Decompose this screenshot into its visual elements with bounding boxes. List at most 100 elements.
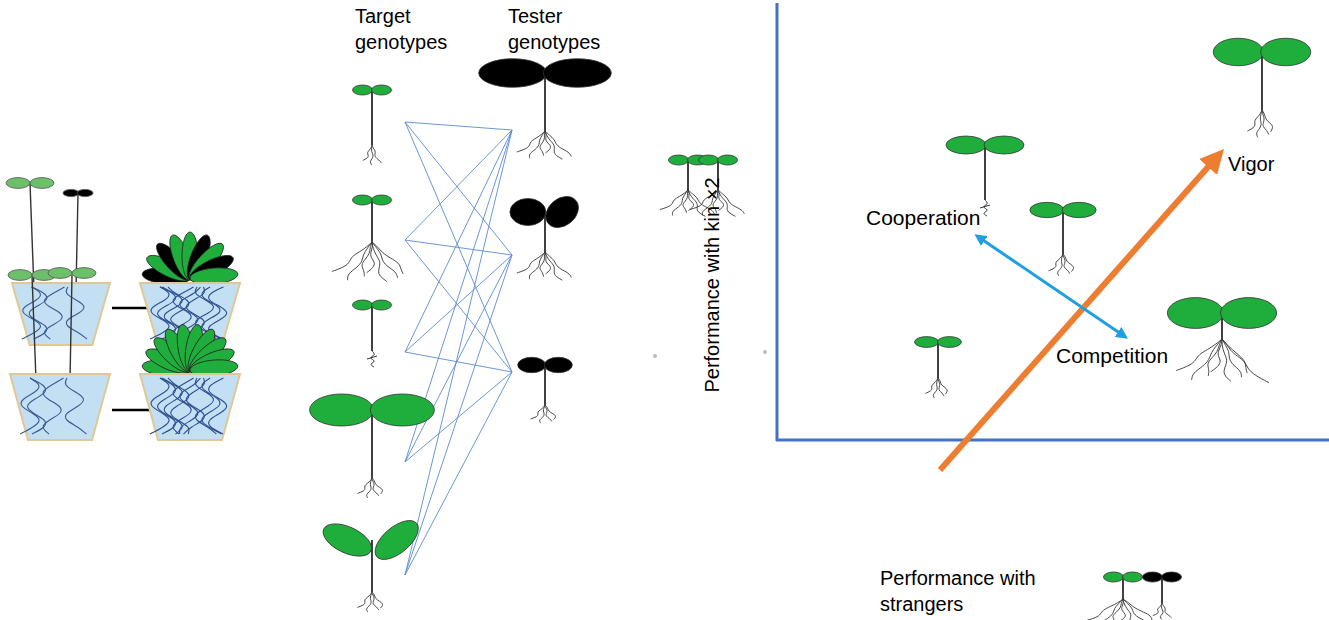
- seedling: [915, 337, 962, 398]
- cotyledon: [946, 136, 986, 154]
- double-arrow: [978, 237, 1124, 336]
- root: [545, 405, 555, 420]
- seedling-stem: [984, 145, 986, 200]
- seedling-stem: [1062, 210, 1064, 254]
- cotyledon: [1162, 572, 1182, 582]
- cotyledon: [1104, 572, 1124, 582]
- cotyledon: [718, 155, 738, 165]
- seedling: [318, 513, 425, 612]
- rosette: [141, 323, 238, 378]
- label: Vigor: [1228, 151, 1274, 177]
- root: [28, 378, 46, 434]
- root: [1063, 254, 1073, 272]
- cotyledon: [518, 357, 546, 372]
- root: [1222, 339, 1269, 383]
- root: [20, 378, 39, 434]
- stunted-root: [980, 205, 990, 208]
- root: [1222, 339, 1231, 381]
- cotyledon: [699, 155, 719, 165]
- seedling-stem: [371, 305, 373, 351]
- cross-line: [405, 122, 512, 255]
- text-node: Competition: [1052, 341, 1172, 371]
- root: [44, 287, 64, 339]
- cotyledon: [372, 300, 392, 310]
- root: [1262, 110, 1272, 132]
- cross-line: [405, 352, 512, 372]
- cotyledon: [72, 268, 96, 279]
- root: [545, 131, 562, 159]
- seedling: [1143, 572, 1182, 619]
- label: Tester genotypes: [508, 3, 616, 55]
- cross-line: [405, 130, 512, 352]
- seedling: [353, 300, 392, 367]
- cotyledon: [937, 337, 961, 348]
- root: [29, 287, 47, 339]
- text-node: Cooperation: [862, 203, 984, 233]
- root: [66, 287, 87, 339]
- root: [1083, 599, 1123, 620]
- seedling: [1167, 298, 1276, 383]
- root: [1099, 599, 1123, 620]
- seedling: [479, 59, 612, 159]
- root: [1192, 339, 1222, 380]
- seedling-stem: [371, 410, 373, 478]
- cross-line: [405, 122, 512, 130]
- cotyledon: [6, 178, 30, 189]
- root: [348, 242, 372, 280]
- seedling: [946, 136, 1024, 216]
- root: [372, 478, 382, 494]
- seedling-stem: [544, 365, 546, 405]
- y-axis: [776, 3, 779, 441]
- root: [1123, 599, 1149, 620]
- root: [332, 242, 372, 271]
- root: [1162, 603, 1171, 618]
- cotyledon: [915, 337, 939, 348]
- cotyledon: [479, 59, 547, 88]
- cotyledon: [353, 195, 373, 205]
- axis-label: Performance with kin ×2: [699, 177, 725, 392]
- cotyledon: [1062, 202, 1096, 217]
- root: [162, 378, 182, 434]
- cotyledon: [669, 155, 689, 165]
- node-text: Cooperation: [866, 205, 980, 231]
- root: [372, 242, 387, 281]
- seedling: [1213, 38, 1311, 137]
- root: [545, 252, 562, 280]
- root: [1123, 599, 1138, 620]
- cross-line: [405, 240, 512, 255]
- seedling-stem: [70, 275, 72, 380]
- stunted-root: [367, 356, 377, 359]
- cotyledon: [372, 195, 392, 205]
- label: Target genotypes: [355, 3, 463, 55]
- cotyledon: [372, 85, 392, 95]
- pot-roots: [150, 378, 227, 434]
- root: [1262, 110, 1269, 135]
- cross-line: [405, 255, 512, 462]
- root: [367, 478, 372, 498]
- cotyledon: [370, 394, 434, 426]
- root: [362, 242, 372, 276]
- dot: [653, 354, 657, 358]
- root: [370, 145, 373, 165]
- root: [1160, 603, 1163, 619]
- root: [1058, 254, 1063, 276]
- cotyledon: [8, 270, 32, 281]
- seedling: [332, 195, 403, 281]
- root: [540, 252, 545, 277]
- cotyledon: [1123, 572, 1143, 582]
- root: [545, 252, 571, 278]
- cross-line: [405, 130, 512, 575]
- cotyledon: [30, 178, 54, 189]
- root: [1222, 339, 1247, 373]
- cotyledon: [48, 268, 72, 279]
- root: [65, 378, 86, 434]
- root: [168, 378, 189, 434]
- cotyledon: [1030, 202, 1064, 217]
- cross-line: [405, 130, 512, 240]
- cotyledon: [353, 300, 373, 310]
- pot-roots: [20, 378, 86, 434]
- pot: [12, 283, 110, 345]
- root: [372, 478, 379, 496]
